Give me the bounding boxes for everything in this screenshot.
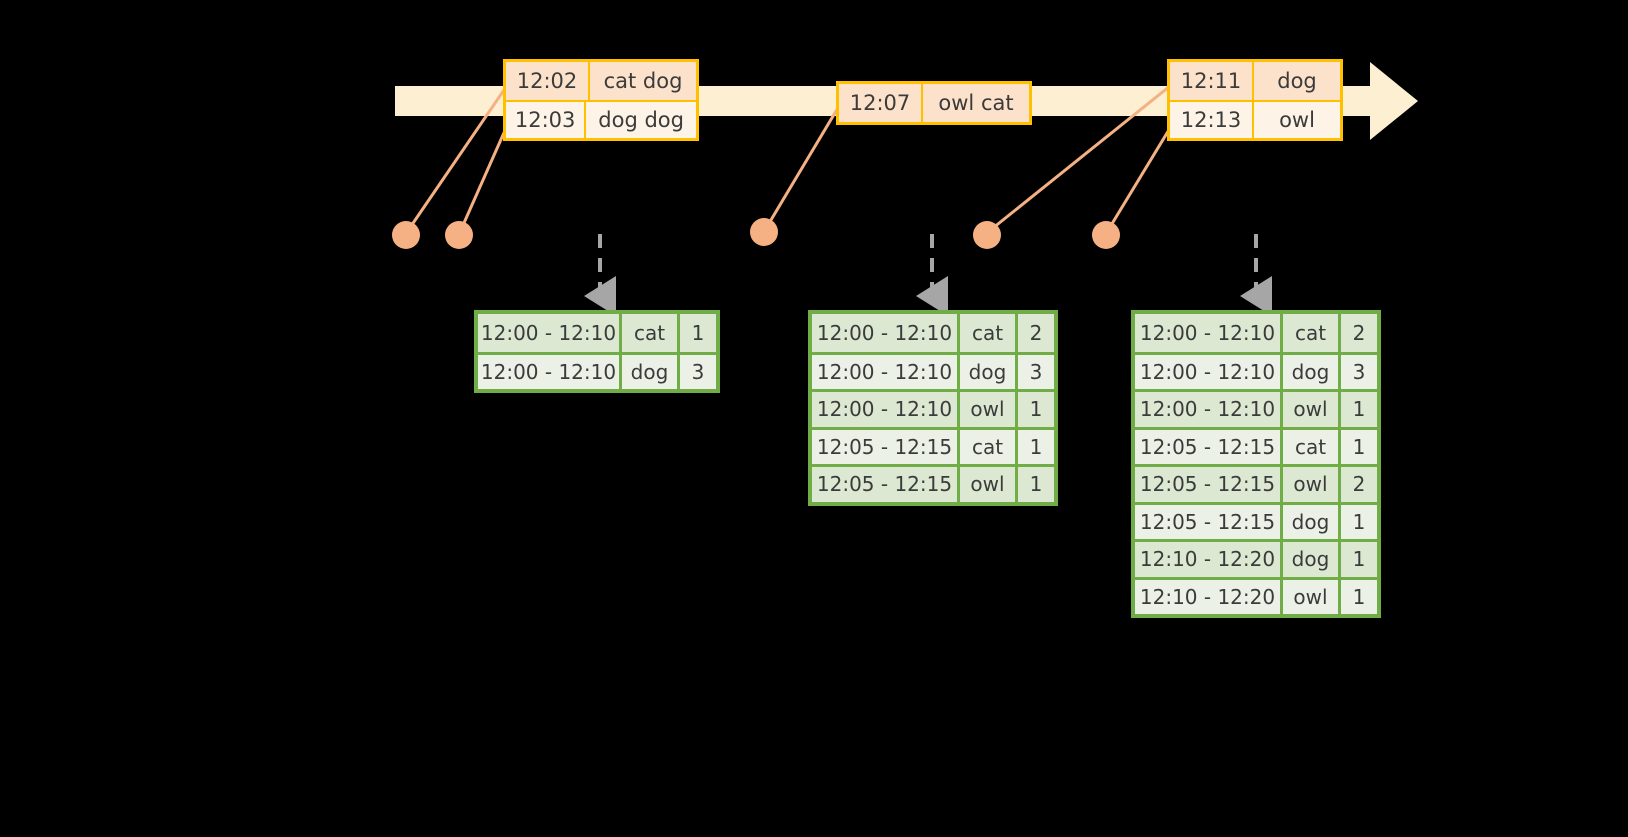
window-range: 12:10 - 12:20 — [1135, 579, 1283, 614]
count-cell: 3 — [691, 359, 705, 384]
word-cell: dog — [1283, 542, 1341, 577]
window-range: 12:00 - 12:10 — [1135, 314, 1283, 352]
table-row: 12:05 - 12:15 owl 1 — [812, 464, 1054, 502]
event-row: 12:13 owl — [1170, 100, 1340, 138]
event-time: 12:07 — [839, 84, 923, 122]
count-cell: 2 — [1352, 320, 1366, 345]
event-time: 12:02 — [506, 62, 590, 100]
count-cell: 3 — [1029, 359, 1043, 384]
table-row: 12:00 - 12:10 owl 1 — [812, 389, 1054, 427]
table-row: 12:10 - 12:20 dog 1 — [1135, 539, 1377, 577]
count-cell: 1 — [691, 320, 705, 345]
event-group-1: 12:02 cat dog 12:03 dog dog — [503, 59, 699, 141]
event-words: dog — [1277, 69, 1317, 93]
word-cell: dog — [960, 354, 1018, 389]
count-cell: 2 — [1352, 472, 1366, 497]
event-words: dog dog — [598, 108, 684, 132]
event-dots — [392, 218, 1120, 249]
count-cell: 1 — [1029, 472, 1043, 497]
event-dot-2 — [445, 221, 473, 249]
count-cell: 2 — [1029, 320, 1043, 345]
event-words: owl cat — [938, 91, 1014, 115]
event-dot-4 — [973, 221, 1001, 249]
table-row: 12:00 - 12:10 cat 2 — [1135, 314, 1377, 352]
emit-arrows — [584, 234, 1272, 316]
window-range: 12:00 - 12:10 — [812, 354, 960, 389]
event-dot-3 — [750, 218, 778, 246]
window-range: 12:05 - 12:15 — [812, 429, 960, 464]
count-cell: 1 — [1352, 434, 1366, 459]
word-cell: owl — [1283, 467, 1341, 502]
count-cell: 1 — [1352, 547, 1366, 572]
table-row: 12:10 - 12:20 owl 1 — [1135, 576, 1377, 614]
window-range: 12:00 - 12:10 — [812, 314, 960, 352]
count-cell: 1 — [1029, 434, 1043, 459]
result-table-3: 12:00 - 12:10 cat 2 12:00 - 12:10 dog 3 … — [1131, 310, 1381, 618]
word-cell: cat — [1283, 429, 1341, 464]
word-cell: cat — [960, 314, 1018, 352]
result-table-2: 12:00 - 12:10 cat 2 12:00 - 12:10 dog 3 … — [808, 310, 1058, 506]
window-range: 12:00 - 12:10 — [1135, 354, 1283, 389]
table-row: 12:05 - 12:15 owl 2 — [1135, 464, 1377, 502]
event-row: 12:07 owl cat — [839, 84, 1029, 122]
window-range: 12:00 - 12:10 — [478, 314, 622, 352]
window-range: 12:00 - 12:10 — [478, 354, 622, 389]
event-group-2: 12:07 owl cat — [836, 81, 1032, 125]
table-row: 12:00 - 12:10 cat 1 — [478, 314, 716, 352]
event-time: 12:03 — [506, 102, 587, 138]
word-cell: owl — [960, 467, 1018, 502]
word-cell: dog — [1283, 504, 1341, 539]
window-range: 12:05 - 12:15 — [1135, 467, 1283, 502]
window-range: 12:05 - 12:15 — [1135, 504, 1283, 539]
table-row: 12:05 - 12:15 dog 1 — [1135, 501, 1377, 539]
word-cell: cat — [622, 314, 680, 352]
count-cell: 1 — [1029, 397, 1043, 422]
word-cell: cat — [960, 429, 1018, 464]
event-dot-1 — [392, 221, 420, 249]
event-words: cat dog — [603, 69, 683, 93]
count-cell: 1 — [1352, 509, 1366, 534]
count-cell: 1 — [1352, 584, 1366, 609]
word-cell: owl — [1283, 579, 1341, 614]
event-group-3: 12:11 dog 12:13 owl — [1167, 59, 1343, 141]
table-row: 12:00 - 12:10 owl 1 — [1135, 389, 1377, 427]
table-row: 12:00 - 12:10 dog 3 — [478, 351, 716, 389]
table-row: 12:05 - 12:15 cat 1 — [812, 426, 1054, 464]
window-range: 12:10 - 12:20 — [1135, 542, 1283, 577]
event-row: 12:11 dog — [1170, 62, 1340, 100]
word-cell: owl — [1283, 392, 1341, 427]
table-row: 12:00 - 12:10 cat 2 — [812, 314, 1054, 352]
count-cell: 1 — [1352, 397, 1366, 422]
event-words: owl — [1279, 108, 1315, 132]
table-row: 12:00 - 12:10 dog 3 — [1135, 351, 1377, 389]
window-range: 12:00 - 12:10 — [812, 392, 960, 427]
event-row: 12:03 dog dog — [506, 100, 696, 138]
table-row: 12:05 - 12:15 cat 1 — [1135, 426, 1377, 464]
event-row: 12:02 cat dog — [506, 62, 696, 100]
result-table-1: 12:00 - 12:10 cat 1 12:00 - 12:10 dog 3 — [474, 310, 720, 393]
table-row: 12:00 - 12:10 dog 3 — [812, 351, 1054, 389]
event-time: 12:13 — [1170, 102, 1254, 138]
event-dot-5 — [1092, 221, 1120, 249]
word-cell: dog — [1283, 354, 1341, 389]
count-cell: 3 — [1352, 359, 1366, 384]
window-range: 12:00 - 12:10 — [1135, 392, 1283, 427]
event-time: 12:11 — [1170, 62, 1254, 100]
word-cell: owl — [960, 392, 1018, 427]
word-cell: dog — [622, 354, 680, 389]
window-range: 12:05 - 12:15 — [1135, 429, 1283, 464]
word-cell: cat — [1283, 314, 1341, 352]
window-range: 12:05 - 12:15 — [812, 467, 960, 502]
